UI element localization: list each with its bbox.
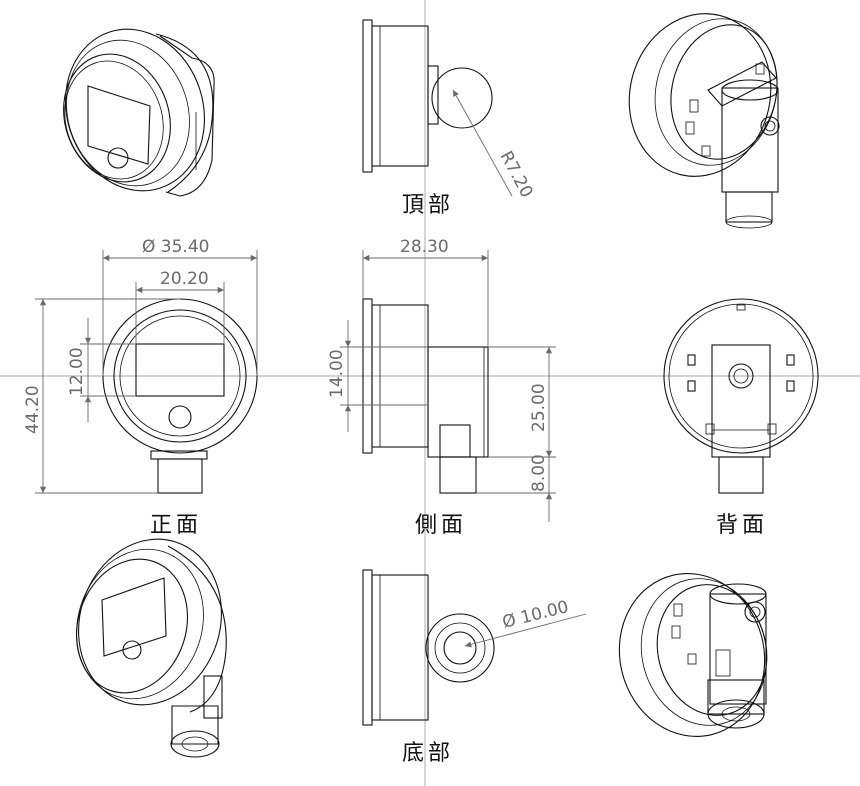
view-label-top: 頂部 [402,193,454,218]
view-label-back: 背面 [716,513,768,538]
iso-view-bottom-left [75,538,227,758]
window-width-dim: 20.20 [160,269,209,289]
side-depth-dim: 28.30 [400,237,449,257]
fitting-length-dim: 8.00 [529,454,549,492]
view-label-side: 側面 [415,513,467,538]
window-height-dim: 12.00 [67,347,87,396]
bottom-view: Ø 10.00 底部 [362,569,587,766]
side-body-height-dim: 14.00 [327,349,347,398]
top-radius-dim: R7.20 [496,148,537,201]
view-label-front: 正面 [150,513,202,538]
side-bracket-height-dim: 25.00 [529,383,549,432]
front-view: Ø 35.40 20.20 12.00 44.20 正面 [23,237,258,538]
back-view: 背面 [663,298,819,538]
iso-view-top-left [63,28,215,197]
iso-view-bottom-right [618,573,768,737]
diameter-dim: Ø 35.40 [142,237,209,257]
overall-height-dim: 44.20 [23,385,43,434]
side-view: 28.30 14.00 25.00 8.00 側面 [327,237,556,538]
view-label-bottom: 底部 [402,741,454,766]
iso-view-top-right [628,13,780,229]
top-view: R7.20 頂部 [362,19,537,218]
